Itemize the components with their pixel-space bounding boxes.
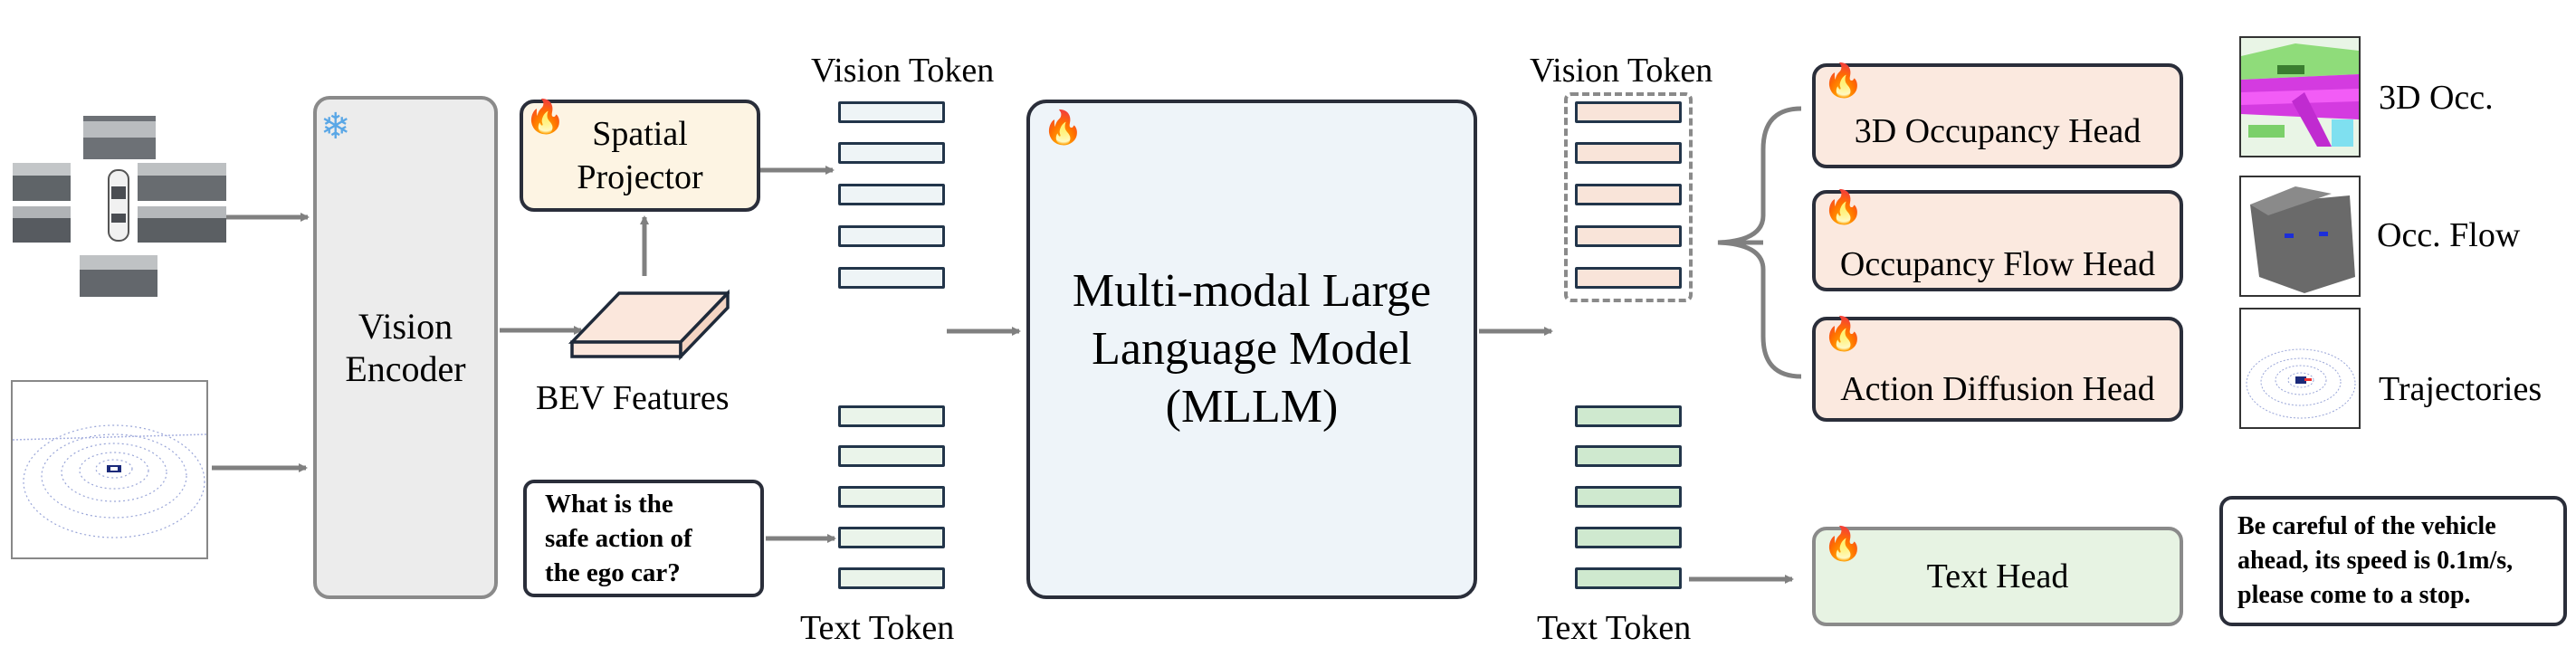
text-token <box>838 445 945 467</box>
vision-token <box>1575 101 1682 123</box>
flame-icon: 🔥 <box>1823 62 1864 100</box>
vision-token <box>1575 225 1682 247</box>
vision-token <box>1575 184 1682 205</box>
occupancy-flow-head-box: Occupancy Flow Head <box>1812 190 2183 291</box>
lidar-point-cloud-image <box>12 424 207 538</box>
snowflake-icon: ❄ <box>320 106 351 148</box>
text-token <box>838 405 945 427</box>
question-line2: safe action of <box>545 524 692 553</box>
occupancy-head-box: 3D Occupancy Head <box>1812 63 2183 168</box>
text-token <box>838 567 945 589</box>
answer-line2: ahead, its speed is 0.1m/s, <box>2237 547 2514 575</box>
trajectories-output-image <box>2239 308 2361 429</box>
left-text-token-label: Text Token <box>800 609 955 647</box>
answer-line3: please come to a stop. <box>2237 581 2471 609</box>
vision-encoder-label-line1: Vision <box>358 306 453 347</box>
spatial-projector-label-line1: Spatial <box>592 115 688 153</box>
right-vision-token-group <box>1564 92 1693 302</box>
spatial-projector-label-line2: Projector <box>577 158 703 196</box>
flame-icon: 🔥 <box>1823 189 1864 226</box>
vision-token <box>838 267 945 289</box>
question-line3: the ego car? <box>545 558 681 587</box>
mllm-label-line1: Multi-modal Large <box>1072 265 1432 317</box>
camera-views-image <box>13 116 226 297</box>
action-diffusion-head-label: Action Diffusion Head <box>1840 370 2155 408</box>
occupancy-output-label: 3D Occ. <box>2379 79 2494 117</box>
flame-icon: 🔥 <box>1823 526 1864 563</box>
vision-token <box>838 101 945 123</box>
flame-icon: 🔥 <box>525 99 566 136</box>
question-box: What is the safe action of the ego car? <box>523 480 764 597</box>
text-token <box>838 527 945 548</box>
action-diffusion-head-box: Action Diffusion Head <box>1812 317 2183 422</box>
camera-views-panel <box>11 116 228 297</box>
lidar-panel <box>11 380 208 559</box>
right-vision-token-label: Vision Token <box>1530 52 1713 90</box>
flame-icon: 🔥 <box>1823 316 1864 353</box>
text-token <box>1575 405 1682 427</box>
vision-token <box>838 184 945 205</box>
text-token <box>1575 445 1682 467</box>
vision-token <box>838 225 945 247</box>
occupancy-head-label: 3D Occupancy Head <box>1854 112 2142 150</box>
occupancy-flow-head-label: Occupancy Flow Head <box>1839 245 2156 283</box>
text-token <box>838 486 945 508</box>
answer-box: Be careful of the vehicle ahead, its spe… <box>2219 496 2567 626</box>
mllm-label-line2: Language Model <box>1092 323 1412 375</box>
bev-features-label: BEV Features <box>536 379 730 417</box>
left-vision-token-label: Vision Token <box>811 52 995 90</box>
question-line1: What is the <box>545 490 673 519</box>
right-text-token-label: Text Token <box>1537 609 1692 647</box>
text-head-box: Text Head <box>1812 527 2183 626</box>
occupancy-flow-output-label: Occ. Flow <box>2377 216 2521 254</box>
vision-encoder-label-line2: Encoder <box>345 348 466 389</box>
occupancy-output-image <box>2239 36 2361 157</box>
spatial-projector-box: Spatial Projector <box>520 100 760 212</box>
trajectories-output-label: Trajectories <box>2379 370 2543 408</box>
text-token <box>1575 486 1682 508</box>
mllm-label-line3: (MLLM) <box>1165 381 1339 433</box>
vision-token <box>1575 267 1682 289</box>
vision-token <box>1575 142 1682 164</box>
occupancy-flow-output-image <box>2239 176 2361 297</box>
text-head-label: Text Head <box>1926 557 2069 595</box>
vision-encoder-box: Vision Encoder <box>313 96 498 599</box>
mllm-box: Multi-modal Large Language Model (MLLM) <box>1026 100 1477 599</box>
vision-token <box>838 142 945 164</box>
bev-features-slab <box>568 289 730 361</box>
text-token <box>1575 527 1682 548</box>
text-token <box>1575 567 1682 589</box>
answer-line1: Be careful of the vehicle <box>2237 512 2496 540</box>
flame-icon: 🔥 <box>1043 110 1083 147</box>
